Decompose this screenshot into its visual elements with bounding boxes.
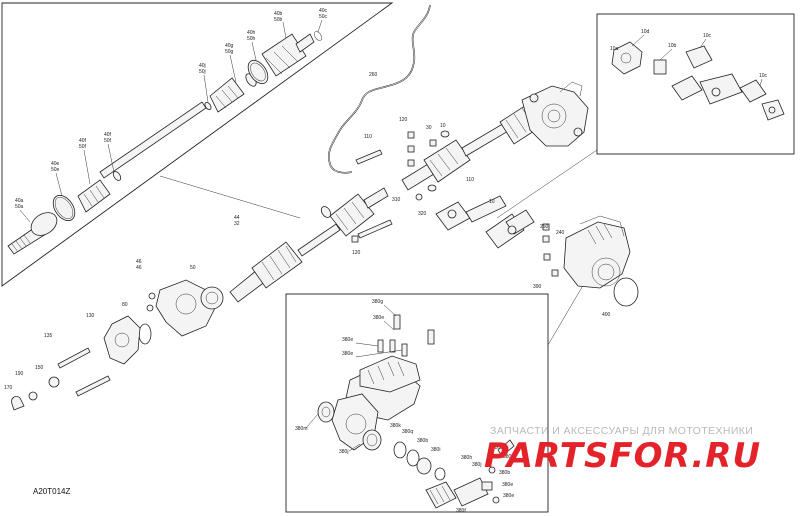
callout-label: 310 (392, 197, 401, 203)
callout-label: 30 (426, 125, 432, 131)
callout-label: 380j (472, 462, 481, 468)
callout-label: 40e (51, 161, 60, 167)
callout-label: 380h (461, 455, 472, 461)
watermark-brand: PARTSFOR.RU (484, 436, 761, 476)
callout-label: 110 (364, 134, 372, 140)
callout-label: 380j (339, 449, 348, 455)
main-callouts: 260 110 120 30 10 110 310 320 10 250 240… (4, 72, 611, 391)
callout-label: 10c (759, 73, 768, 79)
callout-label: 380c (492, 445, 503, 451)
fasteners (351, 130, 559, 277)
callout-label: 50h (247, 36, 256, 42)
top-left-shaft-assembly (7, 31, 322, 255)
propeller-shaft-10 (435, 195, 535, 249)
top-left-callouts: 40b 50b 40c 50c 40h 50h 40g 50g 40j 50j … (15, 8, 328, 223)
callout-label: 380b (417, 438, 428, 444)
callout-label: 380e (342, 351, 353, 357)
callout-label: 10b (668, 43, 677, 49)
callout-label: 32 (234, 221, 240, 227)
callout-label: 40b (274, 11, 283, 17)
callout-label: 44 (234, 215, 240, 221)
front-differential-400 (563, 215, 639, 307)
callout-label: 50 (190, 265, 196, 271)
callout-label: 260 (369, 72, 378, 78)
callout-label: 46 (136, 259, 142, 265)
callout-label: 40g (225, 43, 234, 49)
callout-label: 380q (402, 429, 413, 435)
callout-label: 250 (540, 224, 549, 230)
callout-label: 380i (431, 447, 440, 453)
bottom-inset-callouts: 380g 380e 380e 380e 380m 380j 380k 380q … (295, 299, 514, 514)
callout-label: 380e (502, 482, 513, 488)
callout-label: 150 (35, 365, 44, 371)
callout-label: 50f (79, 144, 87, 150)
rear-differential (521, 81, 589, 147)
top-left-inset-frame (1, 2, 394, 287)
callout-label: 40c (319, 8, 328, 14)
callout-label: 50g (225, 49, 234, 55)
callout-label: 50f (104, 138, 112, 144)
callout-label: 50a (15, 204, 24, 210)
callout-label: 40f (104, 132, 112, 138)
callout-label: 40f (79, 138, 87, 144)
front-driveshaft-44 (229, 187, 389, 303)
inset-leader-line (547, 281, 586, 346)
callout-label: 10d (641, 29, 650, 35)
callout-label: 320 (418, 211, 427, 217)
callout-label: 50e (51, 167, 60, 173)
callout-label: 130 (86, 313, 95, 319)
watermark: ЗАПЧАСТИ И АКСЕССУАРЫ ДЛЯ МОТОТЕХНИКИ PA… (484, 425, 761, 476)
callout-label: 40h (247, 30, 256, 36)
cable-260 (327, 4, 431, 174)
callout-label: 390 (533, 284, 542, 290)
callout-label: 380b (499, 470, 510, 476)
callout-label: 190 (15, 371, 24, 377)
callout-label: 380g (372, 299, 383, 305)
watermark-tagline: ЗАПЧАСТИ И АКСЕССУАРЫ ДЛЯ МОТОТЕХНИКИ (490, 425, 753, 437)
callout-label: 135 (44, 333, 53, 339)
callout-label: 10 (489, 199, 495, 205)
top-right-ujoint-parts (611, 41, 785, 121)
callout-label: 50c (319, 14, 328, 20)
callout-label: 380f (456, 508, 466, 514)
callout-label: 40a (15, 198, 24, 204)
top-right-callouts: 10d 10a 10b 10c 10c (610, 29, 768, 87)
callout-label: 400 (602, 312, 611, 318)
callout-label: 110 (466, 177, 474, 183)
callout-label: 80 (122, 302, 128, 308)
bottom-inset-frame (285, 293, 549, 513)
inset-leader-line (496, 149, 598, 219)
wheel-hub-assembly (11, 279, 224, 411)
callout-label: 10 (440, 123, 446, 129)
callout-label: 170 (4, 385, 13, 391)
callout-label: 120 (399, 117, 408, 123)
callout-label: 380e (342, 337, 353, 343)
callout-label: 380m (295, 426, 308, 432)
figure-code: A20T014Z (33, 487, 70, 496)
callout-label: 40j (199, 63, 206, 69)
callout-label: 50j (199, 69, 206, 75)
callout-label: 120 (352, 250, 361, 256)
callout-label: 10a (610, 46, 619, 52)
rear-driveshaft (401, 99, 549, 191)
callout-label: 10c (703, 33, 712, 39)
callout-label: 380k (390, 423, 401, 429)
inset-leader-line (159, 175, 301, 219)
bottom-inset-gearbox (317, 314, 515, 509)
top-right-inset-frame (596, 13, 795, 155)
callout-label: 380f (503, 454, 513, 460)
callout-label: 240 (556, 230, 565, 236)
callout-label: 46 (136, 265, 142, 271)
callout-label: 380e (373, 315, 384, 321)
callout-label: 50b (274, 17, 283, 23)
callout-label: 380e (503, 493, 514, 499)
